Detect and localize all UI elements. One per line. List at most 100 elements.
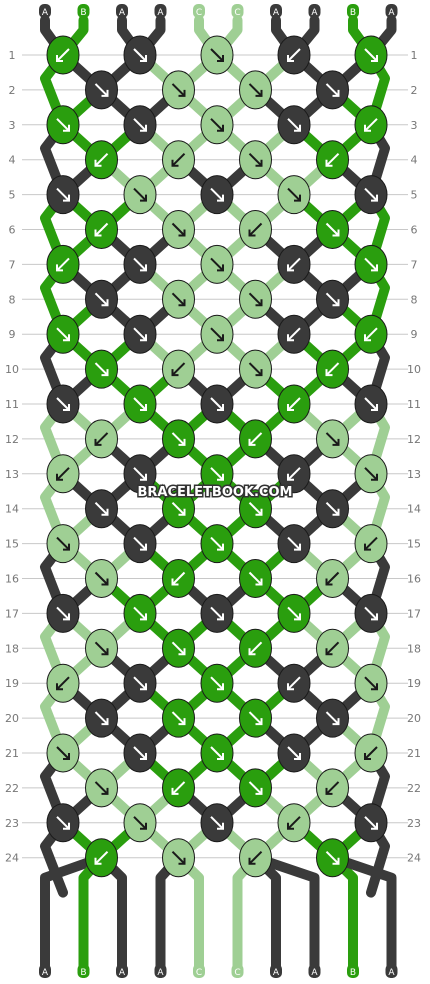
knot	[46, 803, 80, 843]
bottom-string-tab	[308, 964, 321, 978]
row-label: 14	[5, 503, 19, 516]
knot	[85, 349, 118, 389]
knot-arrowhead-icon	[94, 229, 102, 237]
knot	[162, 279, 195, 319]
knot-arrowhead-icon	[140, 264, 147, 272]
row-label: 11	[407, 398, 421, 411]
knot-arrowhead-icon	[94, 438, 102, 446]
knot	[200, 524, 234, 564]
knot	[162, 210, 195, 249]
knot-arrow-icon	[364, 816, 378, 830]
knot-arrow-icon	[133, 257, 147, 272]
bottom-string-letter: B	[80, 968, 86, 978]
knot-arrow-icon	[287, 118, 301, 132]
knot	[123, 384, 157, 424]
knot-arrowhead-icon	[178, 718, 186, 726]
knot-arrowhead-icon	[101, 578, 109, 586]
knot-arrow-icon	[325, 781, 340, 795]
knot-arrowhead-icon	[101, 369, 109, 377]
knot-arrow-icon	[171, 711, 186, 725]
row-label: 21	[407, 747, 421, 760]
knot	[239, 210, 272, 249]
bottom-strand	[250, 852, 320, 971]
knot	[354, 454, 388, 494]
knot-arrow-icon	[171, 362, 186, 376]
knot-arrowhead-icon	[371, 404, 378, 411]
row-label: 6	[411, 224, 418, 237]
top-string-tab	[270, 4, 282, 18]
knot-arrow-icon	[133, 816, 147, 830]
row-label: 20	[407, 712, 421, 725]
knot-arrowhead-icon	[248, 438, 256, 446]
knot	[354, 384, 388, 424]
knot	[162, 419, 195, 459]
knot-arrowhead-icon	[217, 264, 224, 272]
knot	[123, 35, 157, 75]
knot	[200, 593, 234, 633]
knot-arrow-icon	[171, 222, 186, 237]
knot	[123, 105, 157, 145]
knot-arrow-icon	[171, 501, 186, 516]
knot-arrowhead-icon	[255, 299, 263, 307]
knot-arrow-icon	[133, 327, 147, 341]
knot-arrow-icon	[210, 187, 224, 202]
row-label: 8	[9, 293, 16, 306]
bottom-string-letter: B	[350, 968, 356, 978]
knot-arrowhead-icon	[294, 124, 301, 132]
knot-arrow-icon	[210, 816, 224, 830]
knot-arrowhead-icon	[294, 753, 301, 760]
row-label: 11	[5, 398, 19, 411]
bottom-string-letter: A	[388, 968, 395, 978]
knot-arrow-icon	[325, 711, 340, 725]
knot-arrow-icon	[56, 397, 70, 411]
row-label: 10	[407, 363, 421, 376]
knot	[316, 559, 349, 598]
bottom-string-tab	[39, 964, 51, 978]
knot	[162, 559, 195, 598]
top-string-tab	[231, 4, 244, 18]
knot	[239, 628, 272, 668]
knot-arrow-icon	[248, 711, 263, 725]
row-label: 10	[5, 363, 19, 376]
knot-arrow-icon	[210, 257, 224, 272]
knot	[200, 733, 234, 773]
knot-arrow-icon	[287, 397, 301, 411]
row-label: 5	[411, 189, 418, 202]
knot	[316, 349, 349, 389]
knot-arrow-icon	[287, 48, 301, 62]
row-label: 2	[9, 84, 16, 97]
knot	[277, 803, 311, 843]
knot-arrowhead-icon	[56, 55, 63, 62]
knot-arrow-icon	[287, 467, 301, 481]
knot-arrowhead-icon	[332, 857, 340, 865]
knot-arrowhead-icon	[364, 334, 371, 342]
knot-arrow-icon	[56, 327, 70, 341]
knot	[123, 593, 157, 633]
knot-arrow-icon	[248, 362, 263, 376]
knot-arrow-icon	[248, 501, 263, 516]
bottom-strand	[40, 852, 107, 971]
knot	[85, 559, 118, 598]
bottom-string-tab	[154, 964, 167, 978]
row-label: 7	[411, 258, 418, 271]
row-label: 1	[9, 49, 16, 62]
knot-arrowhead-icon	[287, 55, 294, 62]
row-label: 23	[5, 817, 19, 830]
knot	[46, 454, 80, 494]
knot-arrowhead-icon	[248, 857, 256, 865]
knot	[316, 419, 349, 459]
knot-arrowhead-icon	[371, 473, 378, 481]
knot-arrow-icon	[364, 48, 378, 62]
knot	[200, 803, 234, 843]
knot	[200, 35, 234, 75]
knot	[85, 140, 118, 180]
top-string-letter: A	[42, 8, 49, 18]
bottom-string-letter: A	[119, 968, 126, 978]
knot-arrowhead-icon	[332, 438, 340, 446]
row-label: 15	[5, 538, 19, 551]
knot	[46, 105, 80, 145]
knot-arrow-icon	[210, 606, 224, 621]
top-string-tab	[193, 4, 205, 18]
knot-arrow-icon	[210, 397, 224, 411]
top-string-letter: B	[80, 8, 86, 18]
